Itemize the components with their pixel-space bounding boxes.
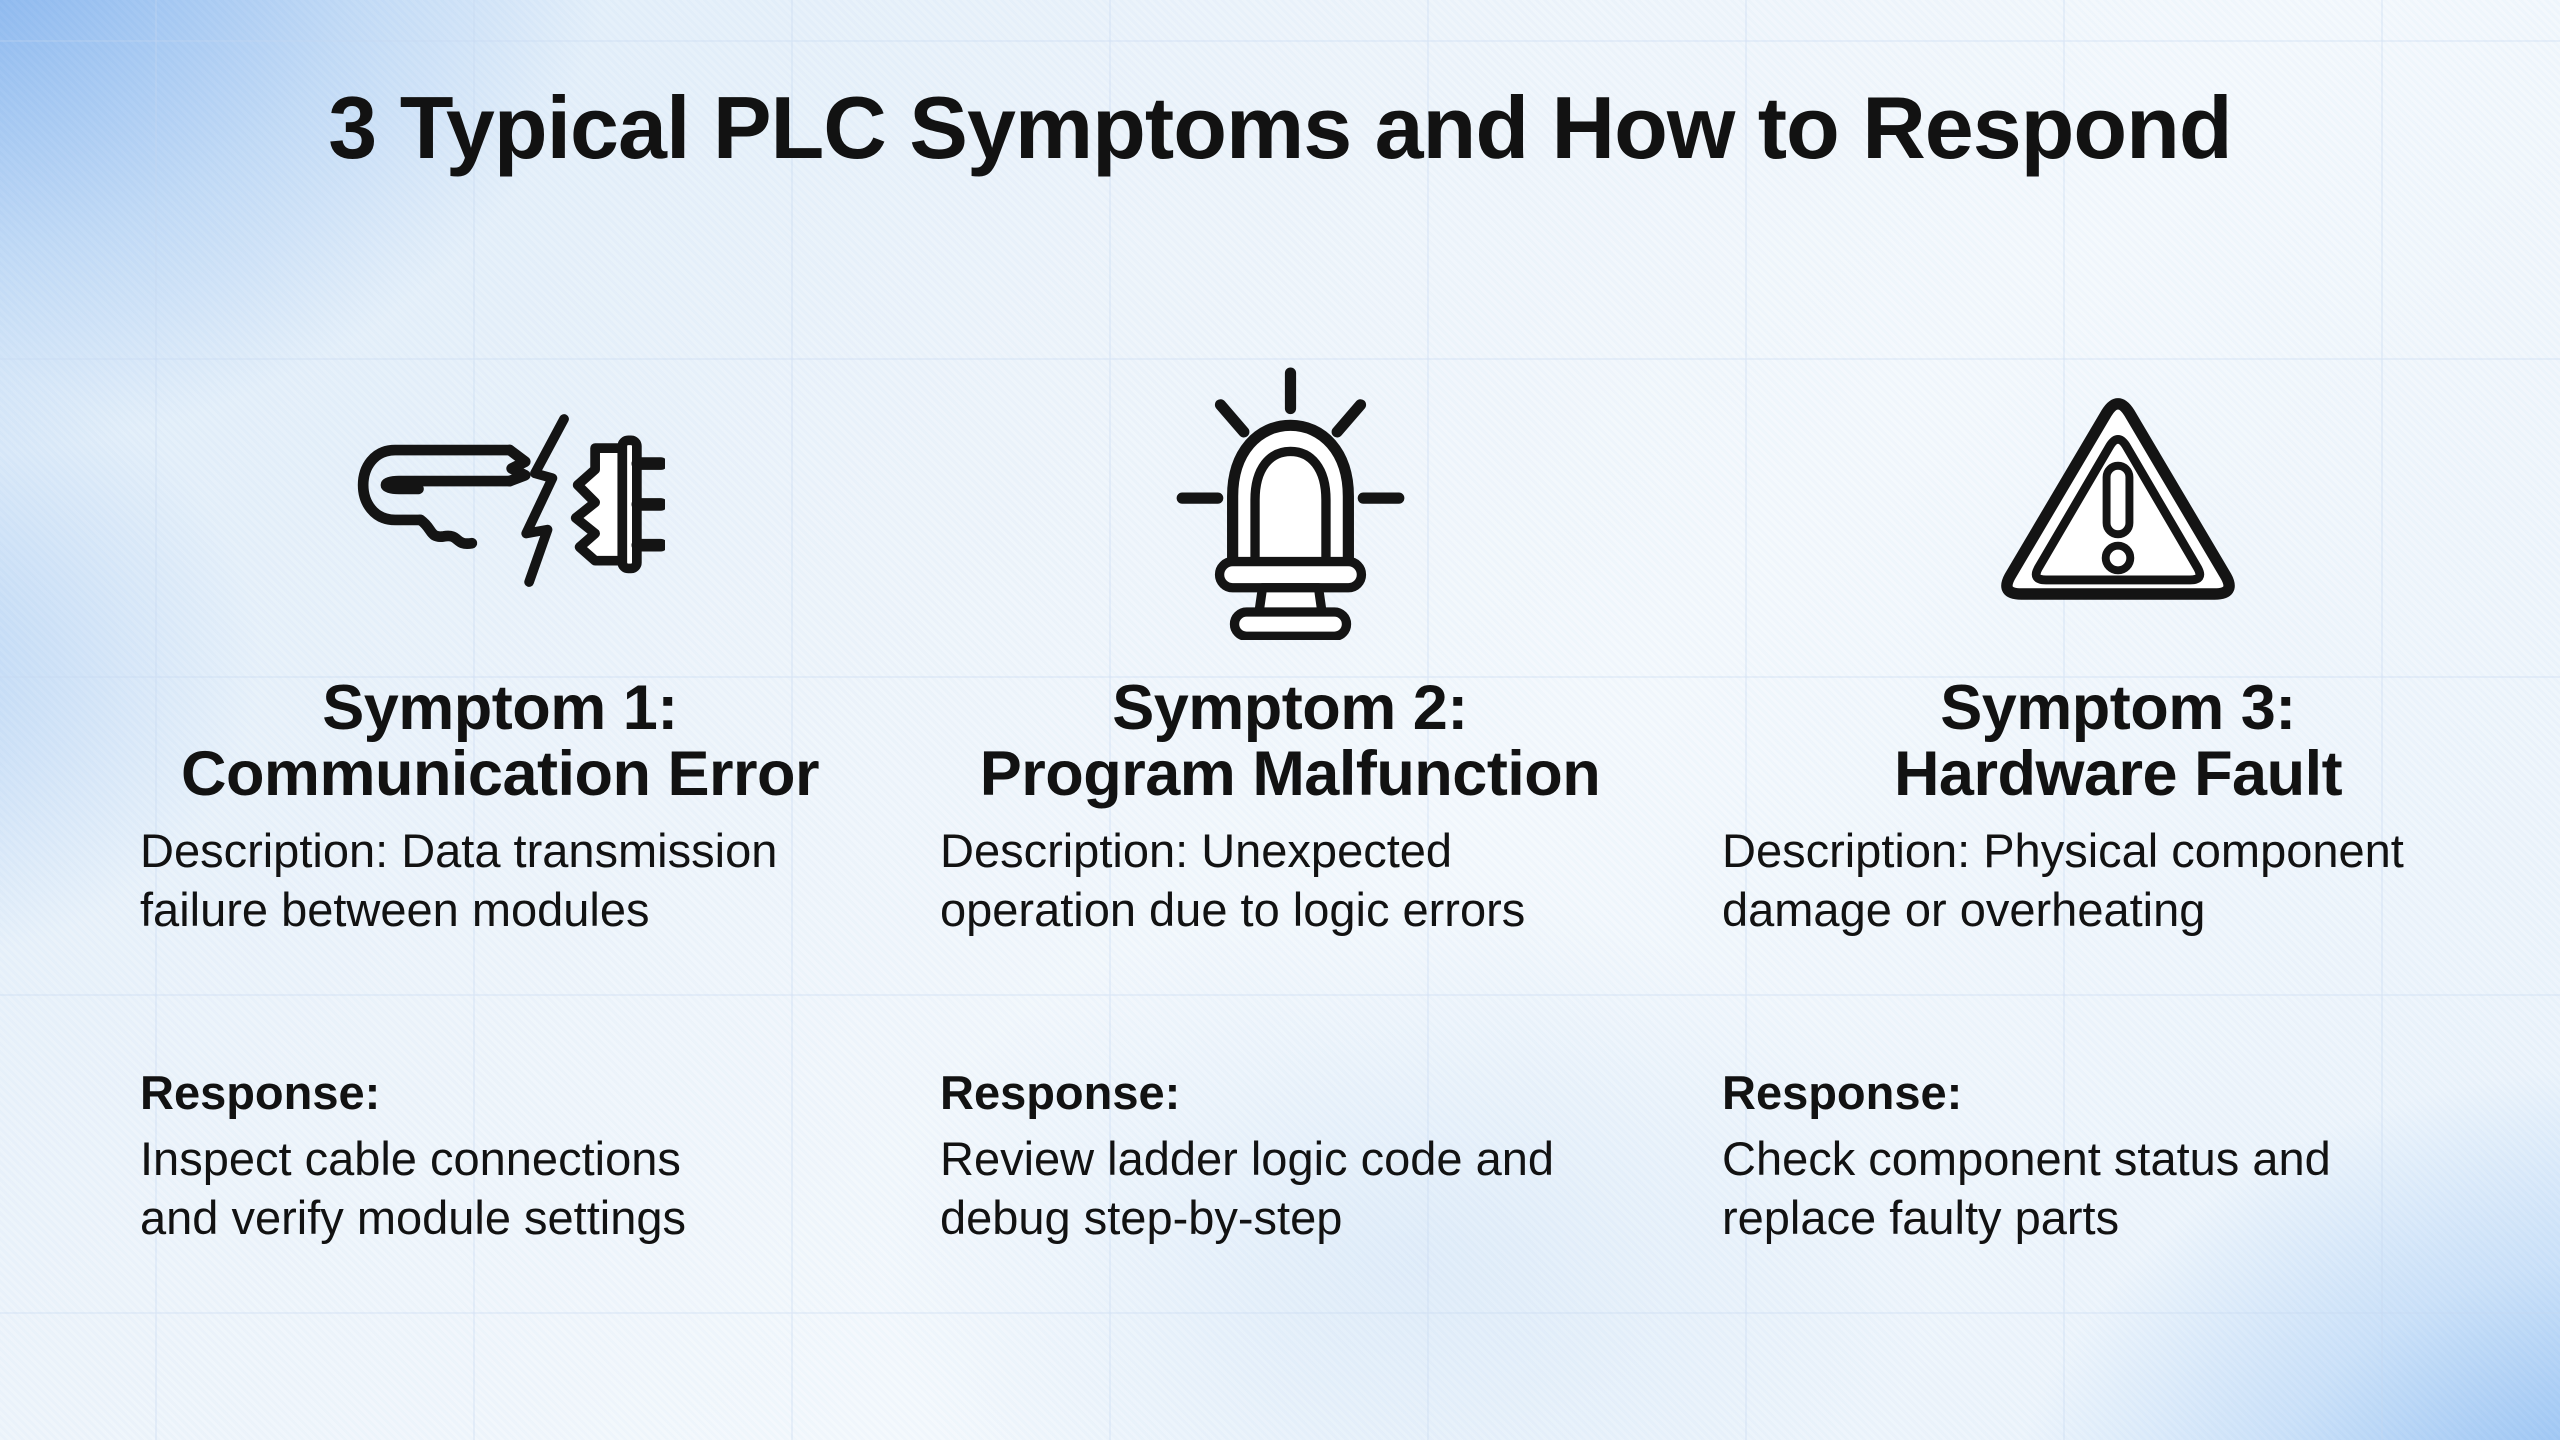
symptom-card-3: Symptom 3: Hardware Fault Description: P… [1722,360,2514,1247]
symptom-description: Description: Data transmission failure b… [140,821,860,939]
symptom-heading-line2: Hardware Fault [1893,738,2343,809]
symptom-heading-line2: Communication Error [180,738,820,809]
page-title: 3 Typical PLC Symptoms and How to Respon… [328,78,2232,177]
response-line: debug step-by-step [940,1190,1343,1244]
symptom-heading: Symptom 3: Hardware Fault [1722,673,2514,809]
description-line: operation due to logic errors [940,883,1526,937]
symptom-heading-line1: Symptom 2: [1112,673,1468,743]
warning-triangle-icon [1722,360,2514,640]
alarm-beacon-icon [940,360,1640,640]
symptom-heading: Symptom 2: Program Malfunction [940,673,1640,809]
response-line: replace faulty parts [1722,1190,2120,1244]
symptom-heading: Symptom 1: Communication Error [140,673,860,809]
symptom-heading-line1: Symptom 1: [322,673,678,743]
broken-cable-icon [140,360,860,640]
response-label: Response: [940,1066,1181,1120]
description-line: Description: Physical component [1722,824,2404,878]
symptom-response: Response: Review ladder logic code and d… [940,1063,1640,1247]
symptom-response: Response: Inspect cable connections and … [140,1063,860,1247]
response-line: and verify module settings [140,1190,687,1244]
description-line: Description: Data transmission [140,824,778,878]
symptom-heading-line2: Program Malfunction [979,738,1601,809]
description-line: damage or overheating [1722,883,2206,937]
symptom-description: Description: Unexpected operation due to… [940,821,1640,939]
description-line: Description: Unexpected [940,824,1453,878]
response-line: Inspect cable connections [140,1131,681,1185]
response-label: Response: [140,1066,381,1120]
symptom-description: Description: Physical component damage o… [1722,821,2514,939]
symptom-card-1: Symptom 1: Communication Error Descripti… [140,360,860,1247]
response-line: Review ladder logic code and [940,1131,1554,1185]
response-label: Response: [1722,1066,1963,1120]
response-line: Check component status and [1722,1131,2331,1185]
symptom-card-2: Symptom 2: Program Malfunction Descripti… [940,360,1640,1247]
symptom-heading-line1: Symptom 3: [1940,673,2296,743]
symptom-response: Response: Check component status and rep… [1722,1063,2514,1247]
description-line: failure between modules [140,883,650,937]
